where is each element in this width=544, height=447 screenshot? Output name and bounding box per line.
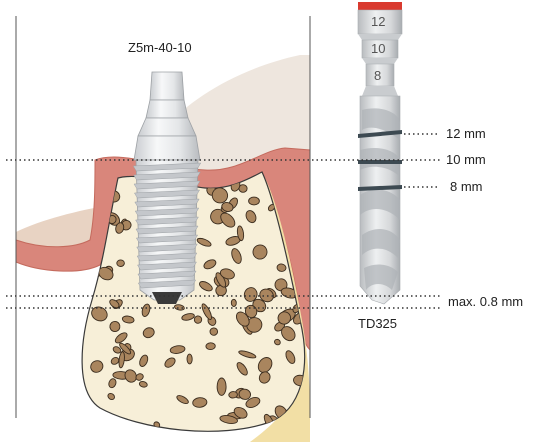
drill-label: TD325: [358, 317, 397, 330]
drill-depth-10: 10: [371, 42, 385, 55]
drill-depth-12: 12: [371, 15, 385, 28]
measure-label-max: max. 0.8 mm: [448, 295, 523, 308]
measure-label-10mm: 10 mm: [446, 153, 486, 166]
measure-label-8mm: 8 mm: [450, 180, 483, 193]
bone-pore: [249, 197, 260, 205]
bone-pore: [117, 260, 125, 267]
bone-pore: [229, 391, 238, 398]
bone-pore: [217, 378, 226, 395]
bone-pore: [206, 343, 216, 350]
bone-pore: [210, 328, 218, 336]
bone-pore: [231, 299, 236, 306]
drill-depth-8: 8: [374, 69, 381, 82]
bone-pore: [187, 354, 192, 364]
measure-label-12mm: 12 mm: [446, 127, 486, 140]
implant-label: Z5m-40-10: [128, 41, 192, 54]
